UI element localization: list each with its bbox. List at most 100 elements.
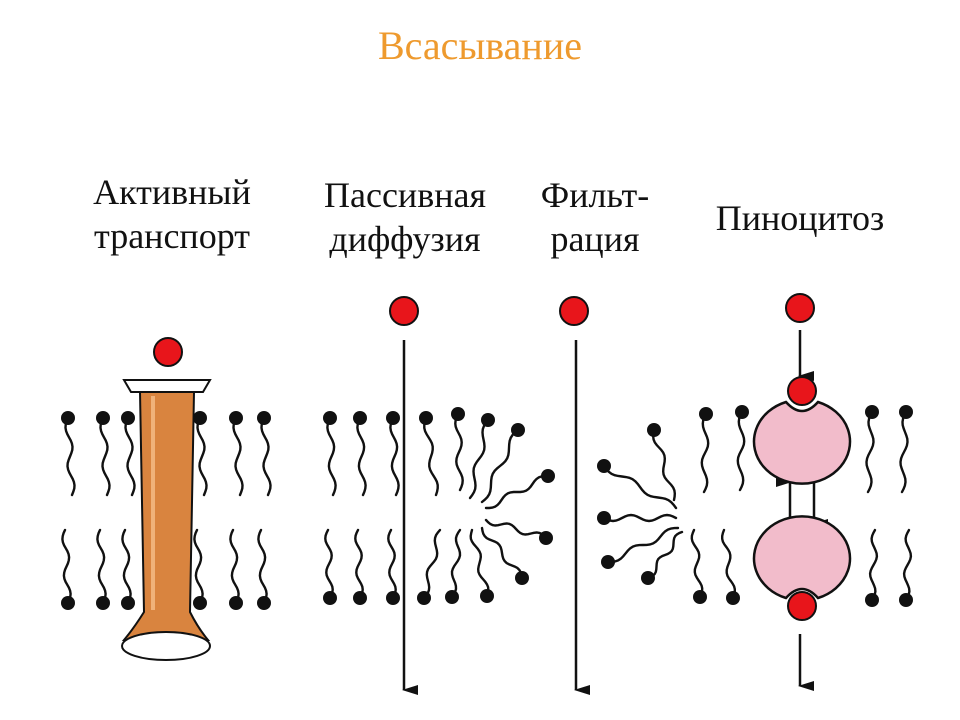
lipid-tail [480, 428, 520, 504]
lipid-tail [454, 412, 464, 492]
molecule [389, 296, 419, 326]
lipid-tail [469, 528, 490, 598]
lipid-head [323, 591, 337, 605]
lipid-head [647, 423, 661, 437]
molecule [787, 591, 817, 621]
lipid-tail [356, 416, 367, 497]
lipid-head [323, 411, 337, 425]
lipid-tail [450, 528, 462, 599]
lipid-head [699, 407, 713, 421]
lipid-tail [423, 416, 439, 497]
lipid-head [865, 593, 879, 607]
label-active-line-1: Активный [93, 172, 251, 212]
lipid-tail [865, 410, 875, 494]
lipid-tail [690, 528, 704, 599]
lipid-tail [324, 528, 334, 600]
channel-top-rim [122, 379, 212, 393]
lipid-head [61, 411, 75, 425]
lipid-tail [602, 513, 678, 523]
lipid-head [229, 411, 243, 425]
lipid-tail [646, 530, 684, 580]
lipid-tail [606, 526, 680, 564]
lipid-head [121, 411, 135, 425]
label-passive-line-1: Пассивная [324, 175, 486, 215]
lipid-head [386, 591, 400, 605]
label-pinocytosis: Пиноцитоз [690, 196, 910, 240]
molecule [787, 376, 817, 406]
lipid-head [597, 459, 611, 473]
lipid-tail [721, 528, 736, 600]
molecules [153, 293, 817, 621]
lipid-tail [232, 416, 244, 497]
lipid-head [353, 411, 367, 425]
lipid-head [899, 405, 913, 419]
lipid-tail [64, 416, 76, 497]
lipid-tail [193, 528, 204, 605]
lipid-tail [868, 528, 879, 602]
lipid-tail [387, 528, 397, 600]
lipid-head [515, 571, 529, 585]
lipid-head [257, 596, 271, 610]
channel-body [121, 391, 211, 641]
lipid-tail [99, 416, 111, 497]
lipid-tail [422, 528, 442, 600]
lipid-head [419, 411, 433, 425]
lipid-head [61, 596, 75, 610]
lipid-tail [260, 416, 272, 497]
lipid-tail [484, 474, 550, 510]
lipid-head [693, 590, 707, 604]
lipid-head [445, 590, 459, 604]
lipid-head [96, 596, 110, 610]
lipid-head [481, 413, 495, 427]
lipid-tail [651, 428, 677, 502]
label-passive-diffusion: Пассивная диффузия [300, 173, 510, 261]
label-filtration: Фильт- рация [520, 173, 670, 261]
label-active-line-2: транспорт [94, 216, 250, 256]
lipid-head [193, 596, 207, 610]
channel-bottom-rim [121, 631, 211, 661]
lipid-head [121, 596, 135, 610]
lipid-head [417, 591, 431, 605]
lipid-tail [736, 410, 746, 492]
molecule [153, 337, 183, 367]
lipid-head [899, 593, 913, 607]
label-active-transport: Активный транспорт [72, 170, 272, 258]
lipid-head [96, 411, 110, 425]
lipid-tail [196, 416, 208, 497]
lipid-head [353, 591, 367, 605]
lipid-head [257, 411, 271, 425]
lipid-tail [96, 528, 107, 605]
lipid-tail [700, 412, 710, 494]
transport-arrows [402, 330, 828, 695]
lipid-head [865, 405, 879, 419]
lipid-head [541, 469, 555, 483]
lipid-tail [468, 418, 490, 500]
lipid-head [735, 405, 749, 419]
lipid-tail [326, 416, 337, 497]
protein-channel [121, 379, 212, 661]
lipid-head [641, 571, 655, 585]
label-pinocytosis-line: Пиноцитоз [715, 198, 885, 238]
lipid-head [511, 423, 525, 437]
lipid-head [726, 591, 740, 605]
lipid-head [480, 589, 494, 603]
lipid-tail [899, 410, 909, 494]
lipid-tail [121, 528, 132, 605]
lipid-tail [902, 528, 913, 602]
lipid-tail [480, 526, 524, 580]
molecule [559, 296, 589, 326]
lipid-tail [484, 518, 548, 540]
lipid-tail [602, 464, 678, 510]
lipid-tail [257, 528, 268, 605]
vesicle-upper [752, 400, 852, 485]
label-filtration-line-1: Фильт- [540, 175, 650, 215]
lipid-tail [389, 416, 400, 497]
lipid-tail [229, 528, 240, 605]
lipid-head [193, 411, 207, 425]
slide-title: Всасывание [378, 23, 582, 68]
vesicle-lower [752, 515, 852, 600]
label-passive-line-2: диффузия [329, 219, 481, 259]
lipid-head [386, 411, 400, 425]
lipid-head [539, 531, 553, 545]
